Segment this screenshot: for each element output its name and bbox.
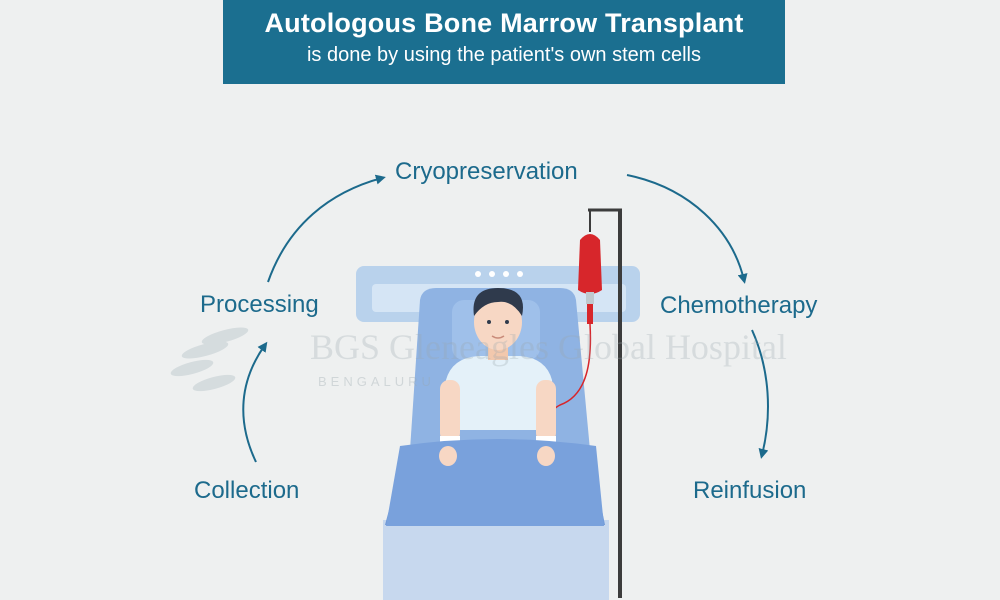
step-cryopreservation: Cryopreservation bbox=[395, 158, 578, 185]
blood-bag-icon bbox=[539, 234, 602, 443]
watermark-city: BENGALURU bbox=[318, 374, 435, 389]
step-collection: Collection bbox=[194, 477, 300, 504]
watermark-logo bbox=[170, 327, 249, 392]
diagram-subtitle: is done by using the patient's own stem … bbox=[306, 44, 702, 66]
arrow-processing-to-cryopreservation bbox=[267, 174, 386, 283]
watermark-text: BGS Gleneagles Global Hospital bbox=[310, 327, 787, 367]
title-banner: Autologous Bone Marrow Transplant is don… bbox=[223, 0, 785, 84]
step-reinfusion: Reinfusion bbox=[693, 477, 807, 504]
arrow-cryopreservation-to-chemotherapy bbox=[626, 174, 748, 284]
step-processing: Processing bbox=[200, 291, 319, 318]
step-chemotherapy: Chemotherapy bbox=[660, 292, 818, 319]
diagram-title: Autologous Bone Marrow Transplant bbox=[264, 8, 744, 38]
iv-pole bbox=[588, 208, 622, 598]
patient-illustration bbox=[386, 288, 604, 526]
arrow-collection-to-processing bbox=[242, 341, 268, 463]
arrow-chemotherapy-to-reinfusion bbox=[751, 329, 769, 459]
